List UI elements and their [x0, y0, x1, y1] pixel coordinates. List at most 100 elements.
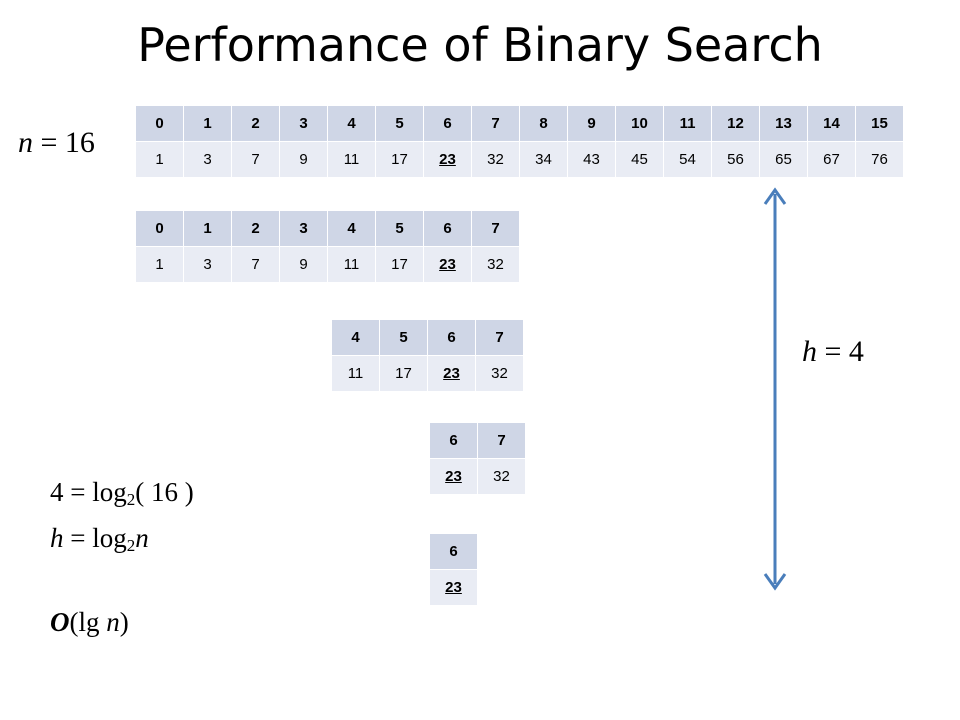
index-cell: 2: [231, 210, 280, 247]
index-cell: 8: [519, 105, 568, 142]
target-value-cell: 23: [427, 355, 476, 392]
index-cell: 0: [135, 210, 184, 247]
n-equals: = 16: [40, 126, 95, 159]
value-cell: 11: [331, 355, 380, 392]
value-cell: 45: [615, 141, 664, 178]
index-cell: 6: [423, 210, 472, 247]
value-cell: 65: [759, 141, 808, 178]
value-cell: 1: [135, 141, 184, 178]
value-cell: 17: [379, 355, 428, 392]
target-value-cell: 23: [423, 141, 472, 178]
value-cell: 32: [471, 246, 520, 283]
index-cell: 4: [331, 319, 380, 356]
value-cell: 9: [279, 141, 328, 178]
complexity-formula: 4 = log2( 16 ) h = log2n O(lg n): [50, 470, 194, 644]
index-cell: 4: [327, 105, 376, 142]
index-cell: 9: [567, 105, 616, 142]
index-cell: 11: [663, 105, 712, 142]
index-cell: 13: [759, 105, 808, 142]
value-cell: 32: [475, 355, 524, 392]
index-cell: 3: [279, 210, 328, 247]
index-cell: 5: [375, 210, 424, 247]
index-cell: 6: [427, 319, 476, 356]
formula-2-var: h: [50, 523, 64, 553]
h-label: h = 4: [802, 334, 864, 370]
value-cell: 3: [183, 246, 232, 283]
formula-1-right: ( 16 ): [135, 477, 194, 507]
value-row: 23: [429, 569, 478, 606]
index-cell: 1: [183, 105, 232, 142]
index-cell: 14: [807, 105, 856, 142]
value-cell: 54: [663, 141, 712, 178]
index-cell: 7: [475, 319, 524, 356]
h-variable: h: [802, 335, 817, 368]
value-cell: 17: [375, 141, 424, 178]
value-cell: 3: [183, 141, 232, 178]
index-cell: 7: [471, 105, 520, 142]
value-cell: 67: [807, 141, 856, 178]
index-cell: 3: [279, 105, 328, 142]
index-cell: 5: [375, 105, 424, 142]
target-value-cell: 23: [423, 246, 472, 283]
index-row: 6: [429, 533, 478, 570]
n-label: n = 16: [18, 125, 95, 161]
formula-3-n: n: [106, 607, 120, 637]
index-cell: 15: [855, 105, 904, 142]
value-cell: 9: [279, 246, 328, 283]
formula-1-sub: 2: [126, 490, 136, 509]
value-cell: 34: [519, 141, 568, 178]
value-cell: 43: [567, 141, 616, 178]
index-cell: 1: [183, 210, 232, 247]
formula-line-1: 4 = log2( 16 ): [50, 470, 194, 522]
value-cell: 76: [855, 141, 904, 178]
index-cell: 0: [135, 105, 184, 142]
value-cell: 32: [477, 458, 526, 495]
formula-2-n: n: [135, 523, 149, 553]
index-cell: 7: [471, 210, 520, 247]
formula-2-sub: 2: [126, 536, 136, 555]
h-equals: = 4: [824, 335, 864, 368]
target-value-cell: 23: [429, 569, 478, 606]
page-title: Performance of Binary Search: [137, 18, 823, 72]
n-variable: n: [18, 126, 33, 159]
value-cell: 1: [135, 246, 184, 283]
index-cell: 7: [477, 422, 526, 459]
big-o: O: [50, 607, 70, 637]
formula-2-mid: = log: [63, 523, 127, 553]
index-cell: 4: [327, 210, 376, 247]
value-cell: 32: [471, 141, 520, 178]
formula-line-3: O(lg n): [50, 600, 194, 644]
formula-line-2: h = log2n: [50, 516, 194, 568]
value-cell: 7: [231, 141, 280, 178]
index-cell: 10: [615, 105, 664, 142]
value-cell: 11: [327, 246, 376, 283]
index-cell: 2: [231, 105, 280, 142]
value-cell: 7: [231, 246, 280, 283]
index-cell: 6: [423, 105, 472, 142]
formula-3-close: ): [119, 607, 129, 637]
value-cell: 17: [375, 246, 424, 283]
index-cell: 6: [429, 422, 478, 459]
value-cell: 56: [711, 141, 760, 178]
value-cell: 11: [327, 141, 376, 178]
index-cell: 6: [429, 533, 478, 570]
index-cell: 5: [379, 319, 428, 356]
formula-3-open: (lg: [69, 607, 107, 637]
formula-1-left: 4 = log: [50, 477, 127, 507]
target-value-cell: 23: [429, 458, 478, 495]
index-cell: 12: [711, 105, 760, 142]
height-arrow: [763, 187, 787, 591]
